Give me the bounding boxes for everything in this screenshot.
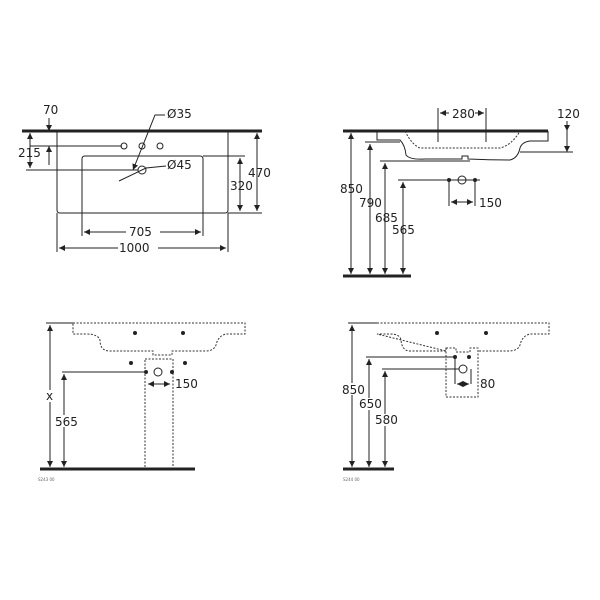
dim-565: 565	[55, 415, 78, 429]
front-pedestal-view: 150 x 565 S243 00	[38, 322, 246, 482]
basin-outline	[56, 131, 229, 214]
dim-diameter-45: Ø45	[167, 158, 192, 172]
basin-hidden-outline	[376, 322, 550, 352]
dim-x: x	[46, 389, 53, 403]
dim-120: 120	[557, 107, 580, 121]
dim-685: 685	[375, 211, 398, 225]
front-semipedestal-view: 80 850 650 580 S244 00	[342, 322, 550, 482]
bowl-outline	[81, 155, 204, 213]
semi-pedestal	[445, 347, 479, 398]
dim-650: 650	[359, 397, 382, 411]
dim-470: 470	[248, 166, 271, 180]
waste-outlet	[458, 364, 468, 374]
top-plan-view: 70 215 Ø35 Ø45 320 470 705 1000	[18, 103, 271, 255]
dim-diameter-35: Ø35	[167, 107, 192, 121]
waste-outlet	[457, 175, 467, 185]
side-elevation-view: 850 790 685 565 150 280 120	[340, 107, 580, 278]
dim-280: 280	[452, 107, 475, 121]
basin-hidden-outline	[72, 322, 246, 356]
dim-565: 565	[392, 223, 415, 237]
dim-80: 80	[480, 377, 495, 391]
dim-150: 150	[175, 377, 198, 391]
bowl-hidden	[404, 130, 521, 149]
product-code: S244 00	[343, 477, 360, 482]
dim-790: 790	[359, 196, 382, 210]
dim-320: 320	[230, 179, 253, 193]
dim-150: 150	[479, 196, 502, 210]
dim-215: 215	[18, 146, 41, 160]
waste-outlet	[153, 367, 163, 377]
dim-850: 850	[340, 182, 363, 196]
dim-705: 705	[129, 225, 152, 239]
product-code: S243 00	[38, 477, 55, 482]
dim-1000: 1000	[119, 241, 150, 255]
dim-580: 580	[375, 413, 398, 427]
basin-profile	[376, 131, 549, 161]
dim-70: 70	[43, 103, 58, 117]
dim-850: 850	[342, 383, 365, 397]
